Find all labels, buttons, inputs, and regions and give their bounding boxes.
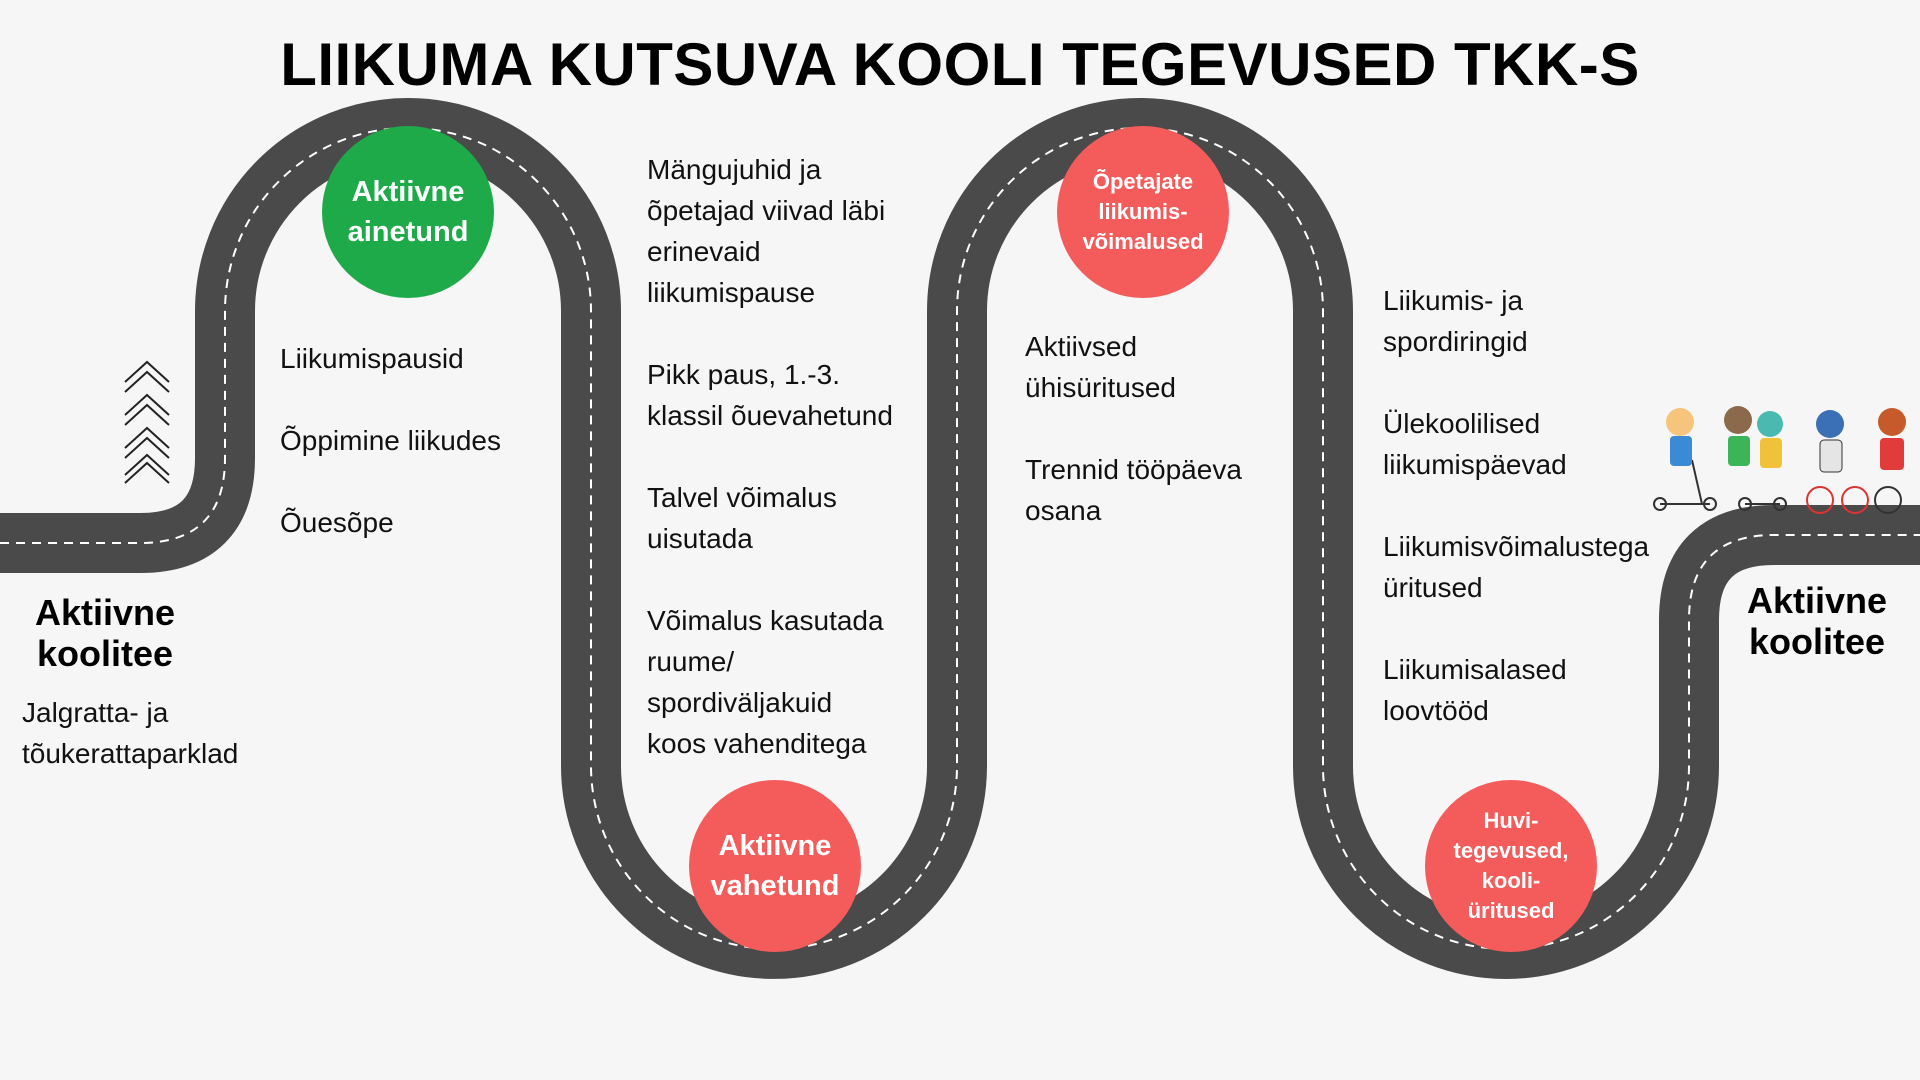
start-heading: Aktiivne koolitee (34, 592, 176, 674)
badge-aktiivne-ainetund: Aktiivne ainetund (322, 126, 494, 298)
ainetund-list: Liikumispausid Õppimine liikudes Õuesõpe (280, 338, 540, 543)
list-item: Mängujuhid ja õpetajad viivad läbi erine… (647, 154, 886, 308)
list-item: Aktiivsed ühisüritused (1025, 331, 1176, 403)
huvi-list: Liikumis- ja spordiringid Ülekoolilised … (1383, 280, 1683, 731)
list-item: Liikumis- ja spordiringid (1383, 285, 1528, 357)
chevron-up-stack-icon (124, 360, 170, 484)
start-text: Jalgratta- ja tõukerattaparklad (22, 697, 239, 769)
opetajate-list: Aktiivsed ühisüritused Trennid tööpäeva … (1025, 326, 1295, 531)
list-item: Ülekoolilised liikumispäevad (1383, 408, 1567, 480)
page-title: LIIKUMA KUTSUVA KOOLI TEGEVUSED TKK-S (280, 31, 1640, 98)
badge-opetajate-liikumisvoimalused: Õpetajate liikumis- võimalused (1057, 126, 1229, 298)
list-item: Trennid tööpäeva osana (1025, 454, 1242, 526)
list-item: Pikk paus, 1.-3. klassil õuevahetund (647, 359, 893, 431)
children-on-scooters-and-bikes-icon (1653, 406, 1906, 514)
vahetund-list: Mängujuhid ja õpetajad viivad läbi erine… (647, 149, 937, 764)
list-item: Talvel võimalus uisutada (647, 482, 837, 554)
badge-aktiivne-vahetund: Aktiivne vahetund (689, 780, 861, 952)
list-item: Õppimine liikudes (280, 425, 501, 456)
list-item: Õuesõpe (280, 507, 394, 538)
list-item: Liikumisvõimalustega üritused (1383, 531, 1650, 603)
list-item: Liikumisalased loovtööd (1383, 654, 1567, 726)
end-heading: Aktiivne koolitee (1746, 580, 1888, 662)
list-item: Liikumispausid (280, 343, 464, 374)
badge-huvitegevused: Huvi- tegevused, kooli- üritused (1425, 780, 1597, 952)
list-item: Võimalus kasutada ruume/ spordiväljakuid… (647, 605, 884, 759)
